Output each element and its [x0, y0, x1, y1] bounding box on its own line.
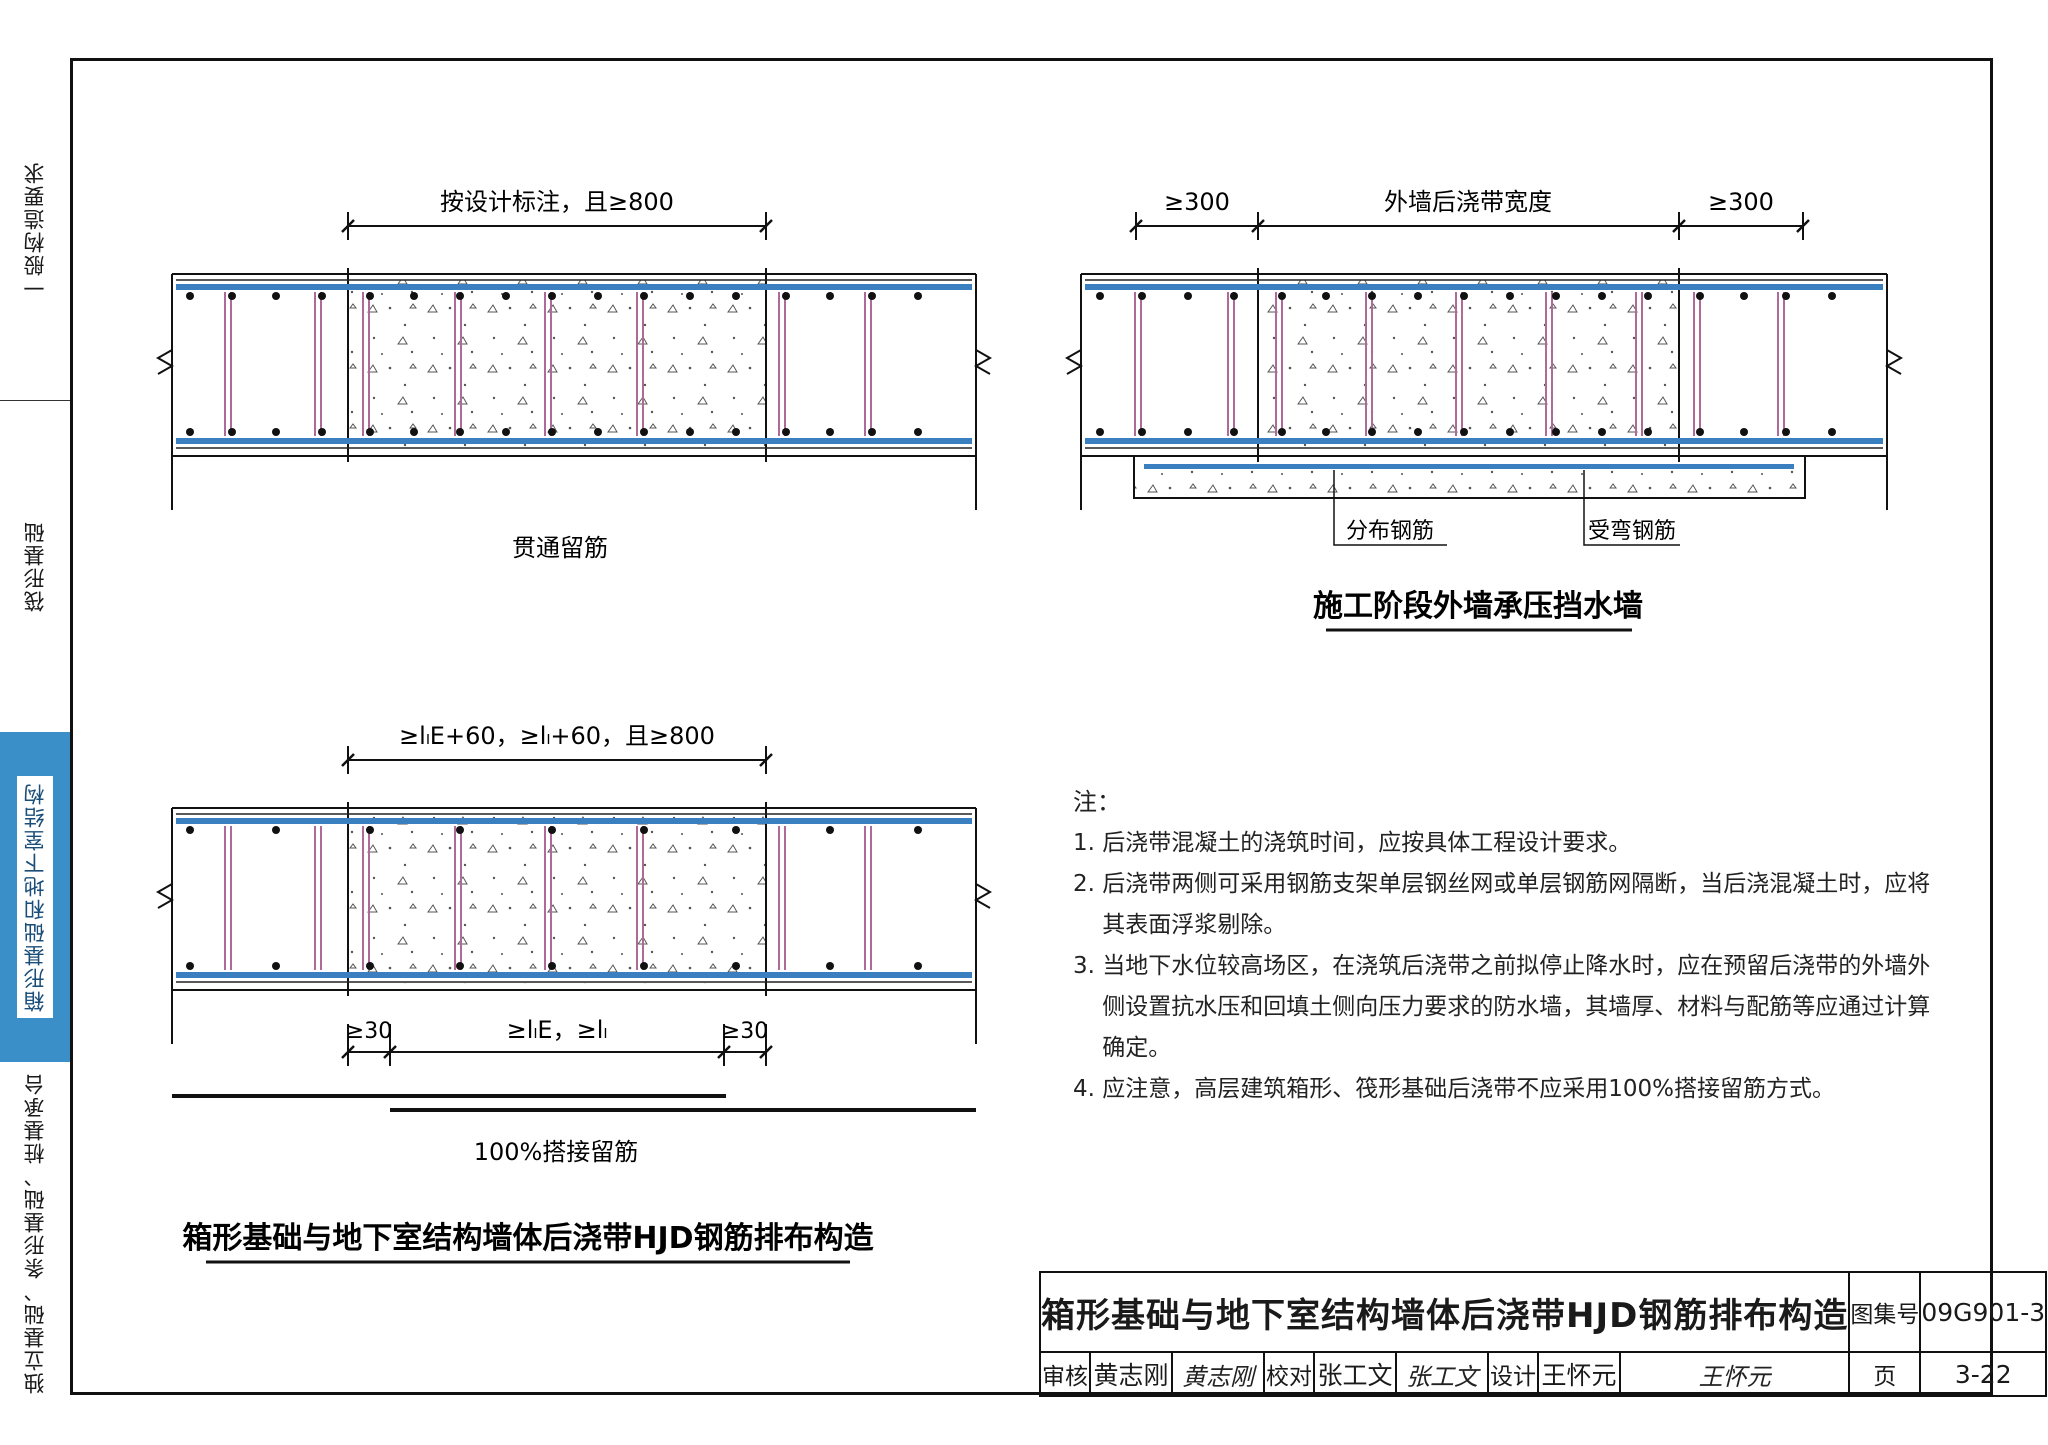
- figure-3: ≥lₗE+60，≥lₗ+60，且≥800: [155, 722, 993, 1264]
- notes-block: 注： 1. 后浇带混凝土的浇筑时间，应按具体工程设计要求。 2. 后浇带两侧可采…: [1073, 782, 1933, 1110]
- sidebar-divider: [0, 400, 70, 401]
- designer-signature: 王怀元: [1618, 1351, 1851, 1397]
- label-distribution-rebar: 分布钢筋: [1346, 519, 1434, 544]
- check-label: 校对: [1263, 1351, 1315, 1397]
- dim-right-label: ≥300: [1708, 188, 1774, 216]
- note-line: 2. 后浇带两侧可采用钢筋支架单层钢丝网或单层钢筋网隔断，当后浇混凝土时，应将: [1073, 871, 1931, 897]
- figure-2: ≥300 外墙后浇带宽度 ≥300: [1064, 188, 1904, 632]
- dim-bottom-center: ≥lₗE，≥lₗ: [507, 1016, 608, 1044]
- sidebar-tab-box-foundation[interactable]: 箱形基础和地下室结构: [0, 732, 70, 1062]
- leader-distribution: [1333, 470, 1447, 546]
- page-label: 页: [1848, 1351, 1922, 1397]
- notes-title: 注：: [1073, 788, 1121, 816]
- dim-bottom-right: ≥30: [722, 1019, 768, 1044]
- figure-title: 施工阶段外墙承压挡水墙: [1313, 589, 1643, 624]
- bottom-rebar: [176, 438, 972, 444]
- design-label: 设计: [1487, 1351, 1539, 1397]
- dim-top-label: ≥lₗE+60，≥lₗ+60，且≥800: [399, 722, 715, 750]
- figure-caption: 100%搭接留筋: [474, 1138, 639, 1166]
- note-line: 确定。: [1073, 1035, 1172, 1061]
- reviewer-signature: 黄志刚: [1171, 1351, 1265, 1397]
- checker-name: 张工文: [1313, 1351, 1397, 1397]
- dim-bottom-left: ≥30: [346, 1019, 392, 1044]
- figure-1: 按设计标注，且≥800: [155, 188, 993, 562]
- title-block-title: 箱形基础与地下室结构墙体后浇带HJD钢筋排布构造: [1038, 1271, 1851, 1353]
- figure-title: 箱形基础与地下室结构墙体后浇带HJD钢筋排布构造: [182, 1221, 873, 1256]
- dim-label: 按设计标注，且≥800: [440, 188, 674, 216]
- note-line: 1. 后浇带混凝土的浇筑时间，应按具体工程设计要求。: [1073, 830, 1632, 856]
- review-label: 审核: [1039, 1351, 1091, 1397]
- atlas-number: 09G901-3: [1919, 1271, 2048, 1353]
- reviewer-name: 黄志刚: [1089, 1351, 1173, 1397]
- atlas-label: 图集号: [1848, 1271, 1922, 1353]
- retaining-wall-concrete: [1134, 468, 1805, 498]
- designer-name: 王怀元: [1537, 1351, 1621, 1397]
- dim-center-label: 外墙后浇带宽度: [1384, 188, 1552, 216]
- top-rebar: [176, 284, 972, 290]
- concrete-infill: [348, 280, 766, 450]
- leader-tension: [1583, 470, 1680, 546]
- sidebar: 一般构造要求 筏形基础 箱形基础和地下室结构 独立基础、条形基础、桩基承台: [0, 60, 70, 1403]
- note-line: 其表面浮浆剔除。: [1073, 912, 1287, 938]
- checker-signature: 张工文: [1395, 1351, 1489, 1397]
- dim-left-label: ≥300: [1164, 188, 1230, 216]
- note-line: 3. 当地下水位较高场区，在浇筑后浇带之前拟停止降水时，应在预留后浇带的外墙外: [1073, 953, 1931, 979]
- label-tension-rebar: 受弯钢筋: [1588, 519, 1676, 544]
- drawing-frame: [70, 58, 1993, 1395]
- figure-caption: 贯通留筋: [512, 534, 608, 562]
- note-line: 4. 应注意，高层建筑箱形、筏形基础后浇带不应采用100%搭接留筋方式。: [1073, 1076, 1836, 1102]
- page-number: 3-22: [1919, 1351, 2048, 1397]
- title-block: 箱形基础与地下室结构墙体后浇带HJD钢筋排布构造 图集号 09G901-3 审核…: [1038, 1271, 2048, 1397]
- note-line: 侧设置抗水压和回填土侧向压力要求的防水墙，其墙厚、材料与配筋等应通过计算: [1073, 994, 1931, 1020]
